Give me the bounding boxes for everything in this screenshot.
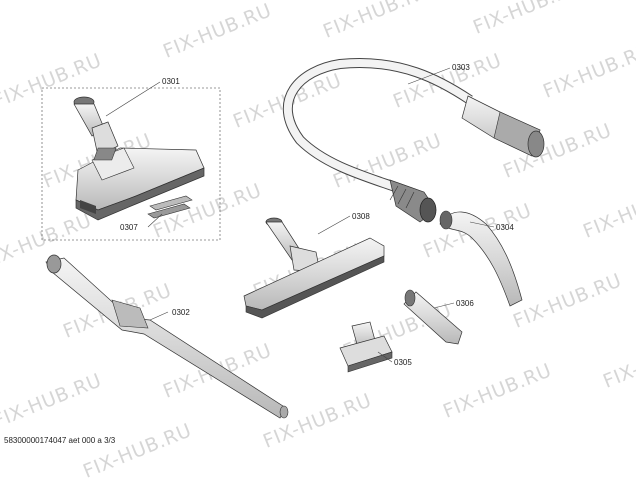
label-0305: 0305 <box>394 358 412 367</box>
crevice-nozzle-part[interactable] <box>403 289 463 345</box>
strips-part[interactable] <box>147 195 193 219</box>
parts-diagram: 0301 0307 0303 0304 0308 0302 0305 0306 <box>41 58 545 419</box>
floor-nozzle-part[interactable] <box>73 96 205 221</box>
label-0302: 0302 <box>172 308 190 317</box>
leader-lines <box>105 67 495 363</box>
label-0306: 0306 <box>456 299 474 308</box>
label-0307: 0307 <box>120 223 138 232</box>
crevice-tool-part[interactable] <box>439 210 523 307</box>
upholstery-nozzle-part[interactable] <box>339 321 393 373</box>
label-0303: 0303 <box>452 63 470 72</box>
footer-code: 58300000174047 aet 000 a 3/3 <box>4 436 116 445</box>
hose-part[interactable] <box>282 58 545 223</box>
label-0308: 0308 <box>352 212 370 221</box>
label-0304: 0304 <box>496 223 514 232</box>
label-0301: 0301 <box>162 77 180 86</box>
telescopic-tube-part[interactable] <box>45 254 289 419</box>
parquet-nozzle-part[interactable] <box>243 217 385 319</box>
group-box-0301 <box>41 87 221 241</box>
